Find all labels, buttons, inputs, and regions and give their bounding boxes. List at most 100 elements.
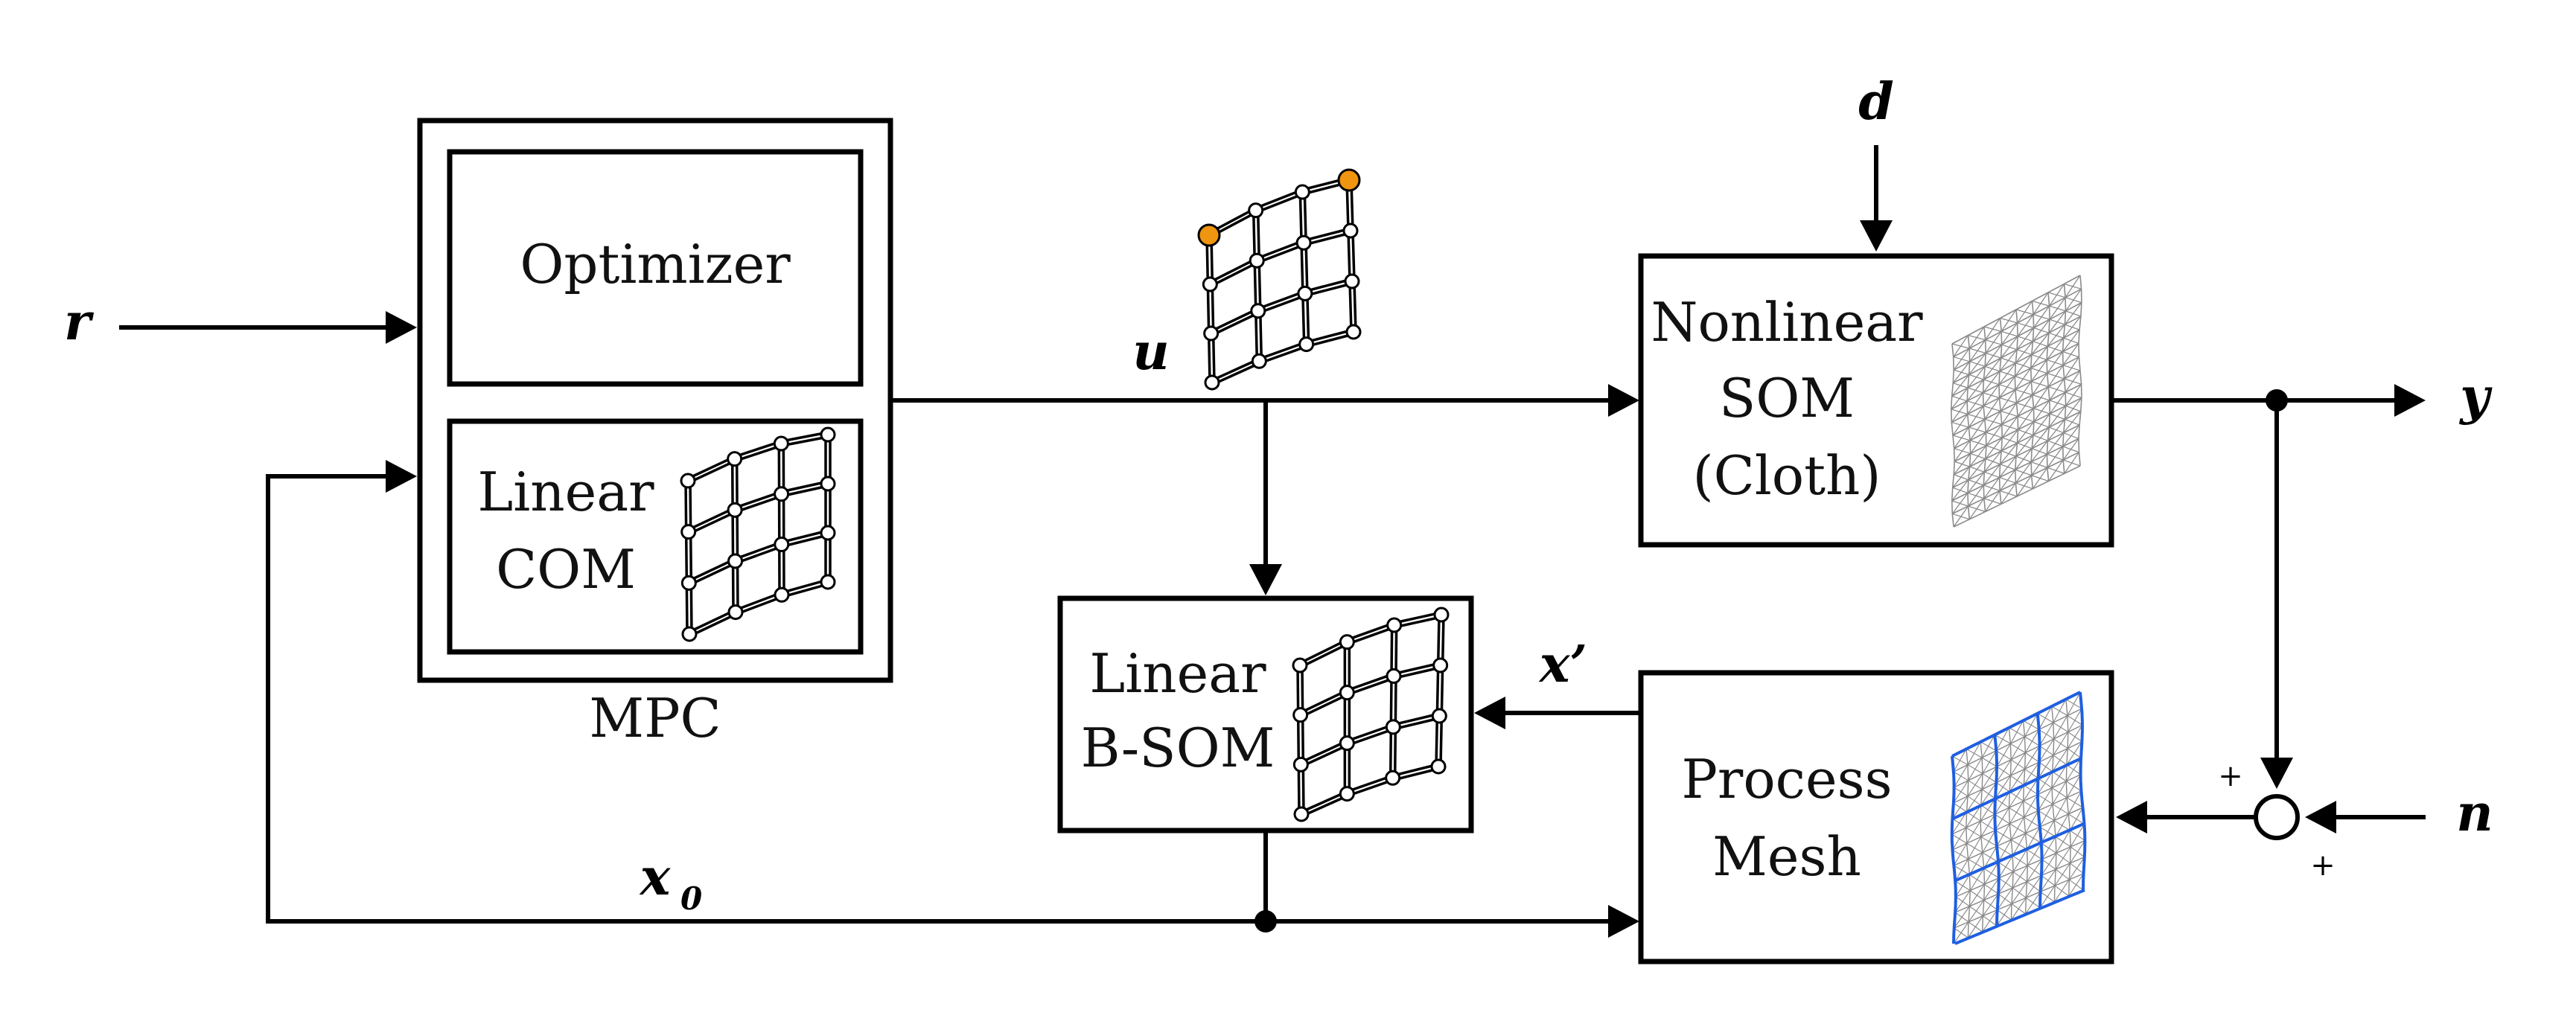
cloth-diagonal: [2025, 810, 2039, 834]
cloth-diagonal: [2010, 898, 2027, 921]
cloth-diagonal: [2047, 446, 2064, 468]
mesh-link: [1211, 284, 1215, 334]
cloth-line: [1954, 857, 2085, 913]
cloth-diagonal: [1968, 883, 1985, 907]
mesh-node: [1339, 685, 1355, 701]
cloth-diagonal: [2010, 816, 2025, 840]
cloth-diagonal: [1982, 893, 1999, 917]
cloth-diagonal: [2068, 857, 2085, 880]
cloth-diagonal: [2067, 691, 2081, 716]
cloth-diagonal: [1951, 479, 1969, 502]
signal-label-y: y: [2458, 367, 2493, 426]
cloth-diagonal: [1983, 450, 2002, 473]
cloth-diagonal: [1952, 466, 1971, 488]
mesh-node: [820, 426, 836, 443]
process-grid-line: [2035, 713, 2044, 909]
cloth-diagonal: [1969, 418, 1986, 441]
cloth-diagonal: [2047, 324, 2065, 347]
mesh-node: [773, 435, 789, 452]
cloth-diagonal: [1985, 318, 2001, 341]
cloth-diagonal: [2047, 351, 2064, 374]
mesh-node: [774, 537, 790, 553]
nonlinear-som-label-2: SOM: [1719, 367, 1855, 429]
mesh-link: [687, 511, 736, 536]
cloth-diagonal: [2039, 722, 2054, 746]
cloth-diagonal: [2033, 319, 2050, 342]
cloth-diagonal: [1999, 349, 2018, 372]
cloth-diagonal: [2048, 310, 2066, 333]
cloth-diagonal: [1951, 374, 1970, 397]
process-mesh-box: [1638, 670, 2114, 964]
cloth-diagonal: [2040, 868, 2056, 892]
mesh-link: [1257, 260, 1262, 311]
mesh-link: [1306, 293, 1310, 345]
cloth-diagonal: [1996, 743, 2011, 767]
cloth-diagonal: [1970, 432, 1986, 454]
mesh-link: [1346, 626, 1395, 646]
cloth-diagonal: [1983, 877, 2000, 900]
cloth-line: [1953, 740, 2082, 804]
mesh-node: [1249, 252, 1265, 269]
cloth-diagonal: [2015, 368, 2032, 390]
mesh-link: [1306, 328, 1354, 344]
cloth-diagonal: [1982, 830, 1996, 853]
cloth-line: [1955, 839, 2085, 898]
nonlinear-som-label-1: Nonlinear: [1651, 291, 1923, 353]
cloth-diagonal: [2065, 370, 2081, 393]
mesh-node: [680, 524, 697, 540]
mesh-node: [774, 586, 790, 603]
mesh-link: [1304, 278, 1353, 293]
mesh-link: [1255, 193, 1303, 214]
signal-label-x0: x 0: [639, 848, 703, 917]
mesh-link: [1256, 243, 1304, 264]
linear-com-box: [447, 418, 864, 655]
mesh-node: [1298, 336, 1315, 353]
optimizer-box: [447, 149, 864, 387]
cloth-diagonal: [2015, 341, 2034, 364]
cloth-diagonal: [1985, 411, 2001, 433]
arrowhead-d: [1860, 220, 1893, 252]
cloth-diagonal: [2000, 336, 2018, 359]
cloth-diagonal: [2033, 413, 2050, 436]
mesh-node: [727, 451, 743, 467]
summing-junction-circle: [2254, 794, 2300, 840]
cloth-diagonal: [1982, 909, 1998, 932]
arrowhead-u-bsom: [1249, 564, 1282, 595]
mesh-link: [689, 613, 736, 638]
cloth-diagonal: [2039, 804, 2053, 828]
mesh-node: [1342, 223, 1359, 239]
cloth-diagonal: [1952, 414, 1968, 436]
cloth-diagonal: [2063, 316, 2082, 339]
cloth-diagonal: [2065, 383, 2082, 406]
mesh-node: [1433, 607, 1450, 623]
process-mesh-block: Process Mesh: [1638, 670, 2114, 964]
mesh-link: [1303, 191, 1307, 243]
arrowhead-y-sum: [2260, 758, 2293, 789]
mesh-link: [688, 557, 736, 582]
cloth-diagonal: [2000, 482, 2016, 505]
cloth-diagonal: [1994, 791, 2010, 815]
cloth-diagonal: [2017, 314, 2034, 337]
cloth-diagonal: [1995, 775, 2011, 799]
cloth-diagonal: [2046, 337, 2065, 360]
cloth-diagonal: [1998, 871, 2014, 895]
mesh-link: [1252, 210, 1256, 261]
mesh-link: [689, 531, 693, 583]
cloth-diagonal: [2049, 284, 2065, 307]
mesh-link: [1254, 310, 1259, 362]
mesh-link: [1394, 611, 1442, 624]
mesh-link: [1298, 191, 1303, 243]
cloth-diagonal: [2011, 881, 2028, 904]
cloth-diagonal: [2032, 467, 2048, 490]
mesh-link: [1209, 261, 1258, 288]
arrowhead-x0-feedback: [386, 460, 417, 493]
mesh-node: [820, 574, 836, 590]
cloth-diagonal: [2030, 346, 2048, 368]
process-grid-line: [2079, 691, 2087, 891]
junction-dot-x0: [1254, 910, 1277, 932]
cloth-diagonal: [1996, 903, 2012, 927]
mesh-node: [1294, 184, 1310, 200]
cloth-diagonal: [1968, 353, 1986, 375]
mesh-node: [1339, 786, 1355, 802]
cloth-diagonal: [2017, 421, 2035, 444]
